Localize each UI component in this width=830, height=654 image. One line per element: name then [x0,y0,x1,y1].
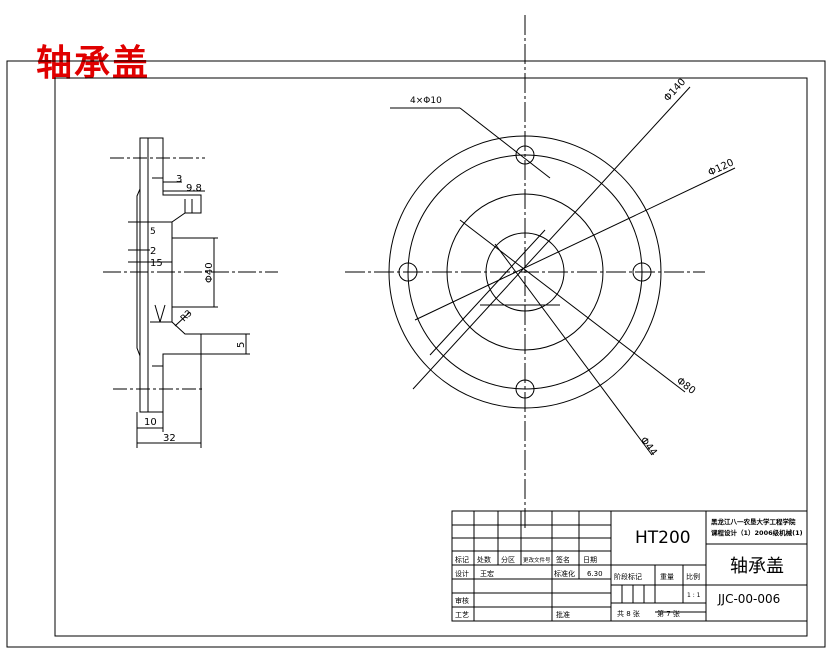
d120-leader [414,167,736,321]
col-mark: 标记 [455,555,469,564]
col-docno: 更改文件号 [523,556,551,564]
weight-label: 重量 [660,573,674,581]
part-name: 轴承盖 [730,556,784,577]
approve-label: 批准 [556,610,570,619]
designer-label: 设计 [455,569,469,578]
dim-9-8: 9.8 [186,183,202,194]
front-dim-labels: 4×Φ10 Φ140 Φ120 Φ80 Φ44 [410,77,736,459]
dim-d140: Φ140 [662,77,688,104]
d140-leader [412,86,691,390]
outer-border [6,60,826,648]
standard-date: 6.30 [587,570,603,578]
review-label: 审核 [455,596,469,605]
material: HT200 [635,528,691,548]
sheet-no: 第 7 张 [657,609,680,618]
cap-outline [136,137,202,413]
outer-circle-d140 [388,135,662,409]
dim-r3: R3 [179,309,195,325]
school-line-1: 黑龙江八一农垦大学工程学院 [711,517,796,526]
drawing-number: JJC-00-006 [717,592,780,606]
process-label: 工艺 [455,611,469,619]
dim-5-bottom: 5 [236,342,247,348]
dim-15: 15 [150,258,163,269]
title-block-text: HT200 黑龙江八一农垦大学工程学院 课程设计（1）2006级机械(1) 轴承… [455,517,803,619]
inner-border [54,77,808,637]
side-view [103,137,278,448]
bolt-hole-bottom [515,379,535,399]
bolt-hole-left [398,262,418,282]
r3-leader [174,311,191,327]
designer-name: 王宏 [480,569,494,578]
school-line-2: 课程设计（1）2006级机械(1) [711,528,803,537]
col-count: 处数 [477,555,491,564]
d44-leader [494,243,653,456]
dim-2: 2 [150,246,156,257]
groove-mark-2 [159,304,166,323]
standard-label: 标准化 [554,569,575,578]
col-sign: 签名 [556,555,570,564]
groove-mark [154,304,161,323]
dim-d80: Φ80 [674,376,697,397]
scale-label: 比例 [686,572,700,581]
dim-d44: Φ44 [638,435,659,458]
scale-value: 1 : 1 [687,592,701,599]
rib-detail [184,199,193,213]
dim-d120: Φ120 [707,157,736,178]
d80-leader [459,219,686,393]
centre-ray-1 [429,229,546,356]
col-zone: 分区 [501,555,515,564]
drawing-title: 轴承盖 [36,42,151,84]
dim-5-top: 5 [150,227,156,237]
bolt-circle-d120 [407,154,643,390]
dim-10: 10 [144,417,157,428]
bore-circle-d44 [485,232,565,312]
dim-3: 3 [176,174,182,185]
col-date: 日期 [583,556,597,564]
hole-note-leader [459,107,551,179]
front-view [345,15,736,530]
title-block [451,510,808,622]
dim-32: 32 [163,433,176,444]
hub-circle-d80 [446,193,604,351]
bolt-hole-right [632,262,652,282]
side-dim-labels: 3 9.8 5 2 15 Φ40 R3 5 10 32 [144,174,247,444]
bolt-hole-top [515,145,535,165]
hole-note: 4×Φ10 [410,96,442,106]
title-block-frame [451,510,808,622]
stage-label: 阶段标记 [614,572,642,581]
dim-d40: Φ40 [204,262,215,283]
sheets-total: 共 8 张 [617,609,640,618]
